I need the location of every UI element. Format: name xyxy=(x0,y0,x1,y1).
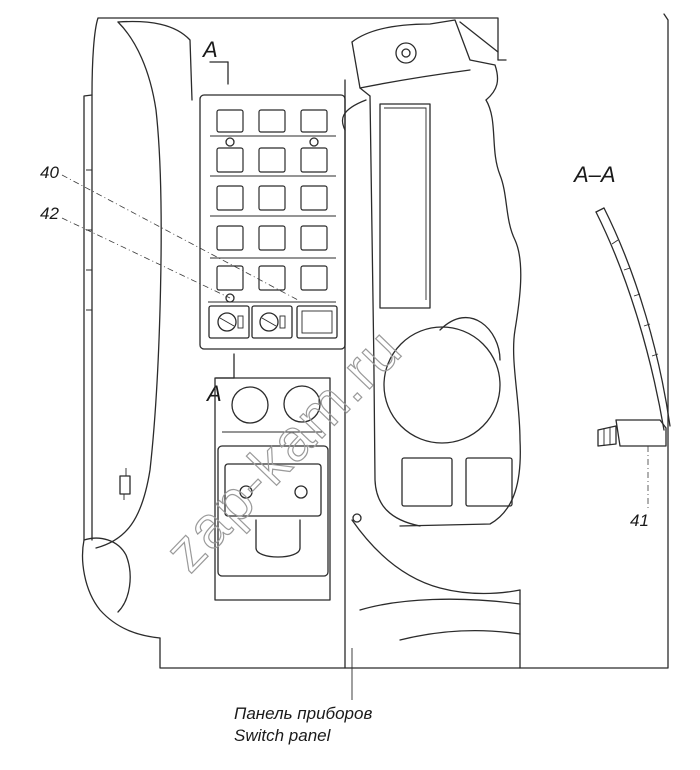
switch-key xyxy=(300,185,328,211)
lower-console xyxy=(214,377,331,601)
left-housing xyxy=(81,17,499,639)
section-view-label: A–A xyxy=(572,162,616,187)
rotary-knob-icon xyxy=(217,312,244,332)
switch-key xyxy=(216,225,244,251)
section-marker-bottom-label: A xyxy=(205,381,222,406)
switch-key xyxy=(258,147,286,173)
cluster-housing xyxy=(341,19,522,527)
leader-40 xyxy=(61,174,299,301)
display-window xyxy=(379,103,431,309)
switch-key xyxy=(300,225,328,251)
caption-en: Switch panel xyxy=(234,726,332,745)
section-view: A–A 41 xyxy=(572,162,671,530)
caption-ru: Панель приборов xyxy=(234,704,372,723)
switch-key xyxy=(300,109,328,133)
switch-key xyxy=(258,185,286,211)
switch-block xyxy=(199,94,346,350)
switch-key xyxy=(258,225,286,251)
rotary-knob-icon xyxy=(259,312,286,332)
socket-left xyxy=(231,386,269,424)
section-marker-top: A xyxy=(201,37,229,85)
switch-key xyxy=(216,147,244,173)
switch-key xyxy=(300,147,328,173)
socket-right xyxy=(283,385,321,423)
callout-41: 41 xyxy=(630,511,649,530)
section-marker-top-label: A xyxy=(201,37,218,62)
switch-key xyxy=(216,185,244,211)
switch-key xyxy=(216,109,244,133)
switch-key xyxy=(258,109,286,133)
switch-key xyxy=(300,265,328,291)
callout-42: 42 xyxy=(40,204,59,223)
switch-key xyxy=(216,265,244,291)
section-marker-bottom: A xyxy=(205,353,235,406)
watermark: zap-kam.ru xyxy=(153,316,415,584)
leader-42 xyxy=(61,217,231,299)
callout-40: 40 xyxy=(40,163,59,182)
gauge-bezel xyxy=(383,326,501,444)
switch-key xyxy=(258,265,286,291)
